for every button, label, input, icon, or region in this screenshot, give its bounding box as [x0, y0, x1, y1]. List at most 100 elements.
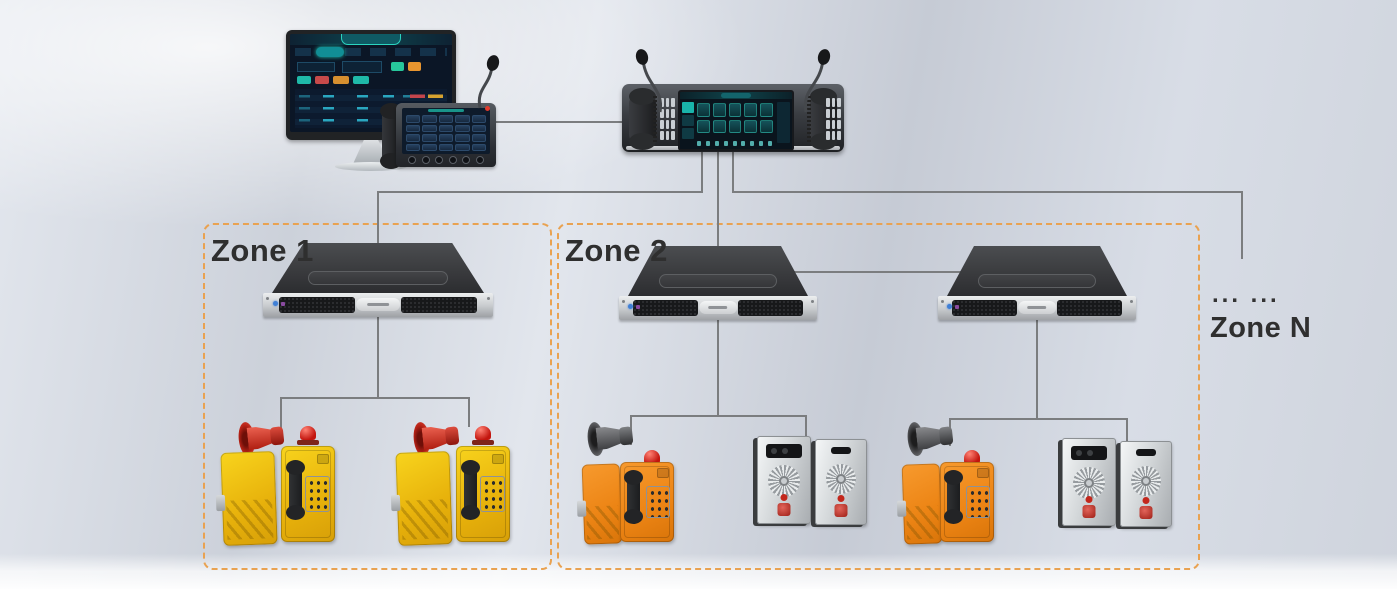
intercom-panel-audio — [815, 439, 867, 525]
phone-enclosure-body — [456, 446, 510, 542]
console-left-microphone-icon — [635, 49, 663, 113]
amplifier-mesh-grille-left — [632, 300, 699, 316]
amplifier-mesh-grille-right — [737, 300, 804, 316]
zone1-amplifier — [263, 243, 493, 317]
desk-phone-function-buttons[interactable] — [408, 156, 484, 164]
phone-logo-emblem — [317, 454, 329, 464]
telephone-handset-icon — [624, 470, 643, 524]
amplifier-front-panel — [263, 293, 493, 317]
zone2-weatherproof-phone-2 — [900, 420, 1030, 548]
telephone-keypad[interactable] — [966, 486, 990, 518]
wire-zone2-intercom2 — [1126, 418, 1128, 441]
table-column-2 — [357, 91, 368, 126]
operator-ip-phone — [380, 55, 500, 170]
zone2-amplifier-2 — [938, 246, 1136, 320]
intercom-call-button[interactable] — [1139, 506, 1153, 519]
action-chip-orange — [333, 76, 349, 84]
console-left-cord — [653, 96, 657, 144]
wire-zone2-intercom1 — [805, 415, 807, 441]
console-screen-status-icons — [697, 141, 772, 146]
wire-zone1-phone1 — [280, 397, 282, 433]
phone-enclosure-body — [281, 446, 335, 542]
action-chip-red — [315, 76, 329, 84]
phone-enclosure-door — [581, 463, 623, 545]
zone2-intercom-pair-2 — [1062, 438, 1177, 530]
desk-phone-key-grid[interactable] — [406, 115, 486, 151]
filter-reset-button — [408, 62, 421, 71]
zone1-weatherproof-phone-2 — [390, 418, 515, 548]
wire-zone2-amp1-to-amp2 — [780, 271, 1010, 273]
amplifier-top-cover — [947, 246, 1127, 296]
amplifier-top-cover — [272, 243, 484, 293]
intercom-call-button[interactable] — [1082, 505, 1096, 518]
wire-console-stub-left — [701, 150, 703, 193]
alarm-beacon-icon — [297, 426, 319, 445]
intercom-camera-module — [1071, 446, 1107, 460]
intercom-call-button[interactable] — [777, 503, 791, 516]
dashboard-header-bar — [290, 34, 452, 45]
wire-bus-left — [377, 191, 703, 193]
console-screen-right-panel — [777, 102, 790, 143]
dispatch-console — [622, 49, 844, 165]
amplifier-top-cover — [628, 246, 808, 296]
zone-n-label: Zone N — [1210, 312, 1312, 344]
filter-confirm-button — [391, 62, 404, 71]
intercom-brand-mark — [780, 494, 788, 501]
amplifier-power-led — [273, 301, 286, 306]
console-right-cord — [807, 96, 811, 144]
alarm-beacon-icon — [472, 426, 494, 445]
telephone-handset-icon — [461, 460, 480, 520]
intercom-speaker-grille — [826, 464, 856, 494]
telephone-keypad[interactable] — [646, 486, 670, 518]
zone2-amplifier-1 — [619, 246, 817, 320]
telephone-keypad[interactable] — [480, 476, 505, 512]
amplifier-front-panel — [619, 296, 817, 320]
wire-zone2-split2 — [949, 418, 1128, 420]
intercom-speaker-grille — [768, 465, 800, 497]
amplifier-logo-badge — [356, 298, 400, 311]
intercom-call-button[interactable] — [834, 504, 848, 517]
phone-enclosure-door — [395, 451, 453, 546]
action-chip-teal-2 — [353, 76, 369, 84]
amplifier-logo-badge — [1018, 301, 1056, 314]
zone2-label: Zone 2 — [565, 233, 668, 268]
telephone-keypad[interactable] — [305, 476, 330, 512]
background-floor-highlight — [0, 573, 1397, 589]
dashboard-action-buttons — [295, 76, 445, 84]
phone-enclosure-body — [620, 462, 674, 542]
intercom-panel-with-camera — [757, 436, 811, 524]
desk-phone-status-led — [485, 106, 490, 111]
zone2-boundary — [557, 223, 1200, 570]
wire-zone2-amp2-down — [1036, 316, 1038, 419]
amplifier-power-led — [946, 304, 959, 309]
phone-enclosure-body — [940, 462, 994, 542]
amplifier-power-led — [627, 304, 640, 309]
gooseneck-microphone-icon — [477, 55, 500, 109]
table-column-1 — [323, 91, 334, 126]
intercom-brand-mark — [1085, 496, 1093, 503]
intercom-panel-audio — [1120, 441, 1172, 527]
action-chip-teal-1 — [297, 76, 311, 84]
intercom-brand-mark — [837, 495, 845, 502]
amplifier-mesh-grille-right — [1056, 300, 1123, 316]
phone-logo-emblem — [977, 468, 989, 478]
wire-zone1-split — [280, 397, 470, 399]
telephone-handset-icon — [944, 470, 963, 524]
dashboard-active-tab — [316, 47, 344, 57]
intercom-panel-with-camera — [1062, 438, 1116, 526]
wire-to-zone-n — [1241, 191, 1243, 259]
phone-enclosure-door — [901, 463, 943, 545]
intercom-camera-module — [766, 444, 802, 458]
zone1-label: Zone 1 — [211, 233, 314, 268]
wire-bus-right — [732, 191, 1243, 193]
zone1-weatherproof-phone-1 — [215, 418, 340, 548]
wire-zone1-amp-down — [377, 316, 379, 398]
intercom-speaker-slot — [831, 447, 851, 454]
intercom-speaker-grille — [1073, 467, 1105, 499]
console-zone-button-grid[interactable] — [697, 103, 773, 133]
console-touchscreen[interactable] — [678, 90, 794, 151]
console-right-keypad[interactable] — [826, 98, 841, 140]
zone2-weatherproof-phone-1 — [580, 420, 710, 548]
console-left-handset — [629, 88, 656, 150]
